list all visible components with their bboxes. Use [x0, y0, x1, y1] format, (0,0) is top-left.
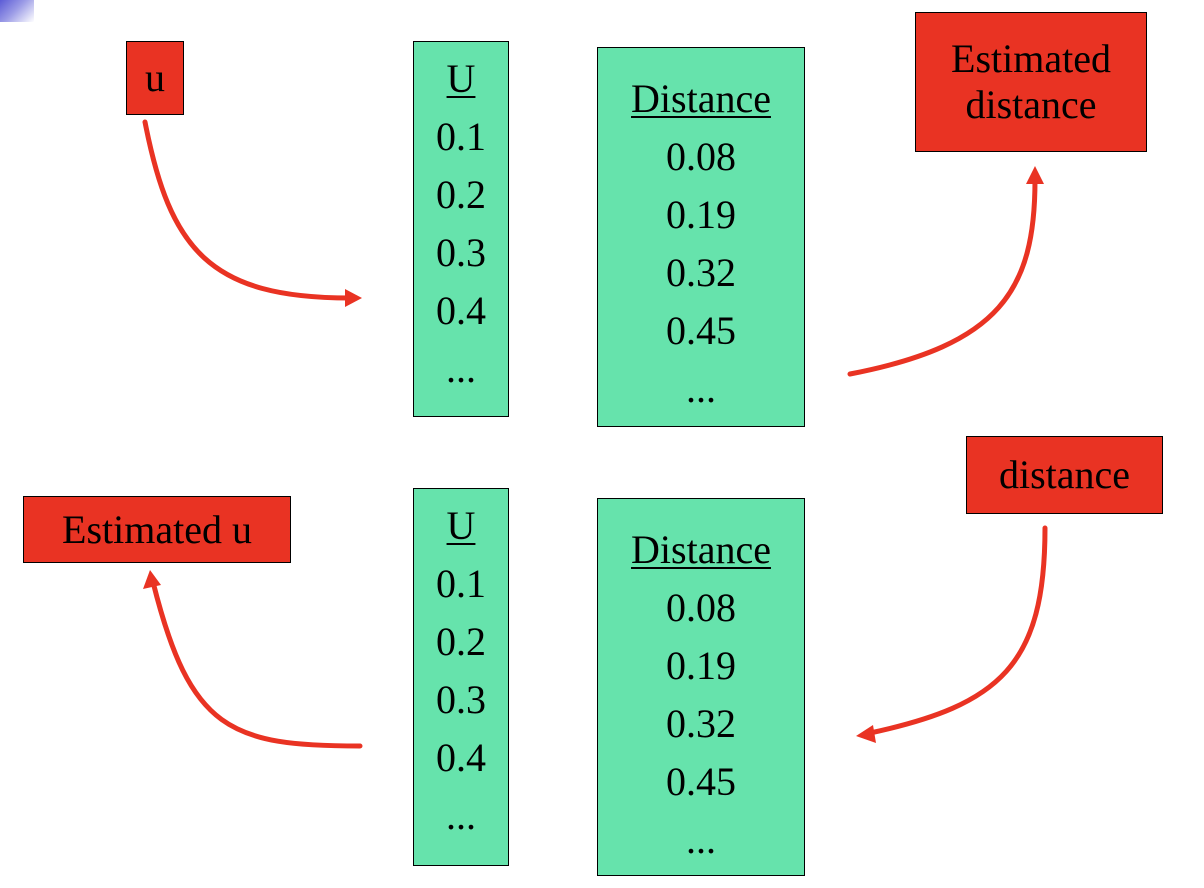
- bottom-distance-table-value: 0.32: [666, 701, 736, 746]
- top-distance-table-value: 0.45: [666, 308, 736, 353]
- arrowhead-right-icon: [345, 289, 362, 307]
- arrow-distance-table-to-estimated-distance: [847, 177, 1038, 377]
- top-output-estimated-distance-box: Estimated distance: [915, 12, 1147, 152]
- top-distance-table: Distance 0.08 0.19 0.32 0.45 ...: [597, 47, 805, 427]
- top-u-table-value: 0.3: [436, 230, 486, 275]
- bottom-distance-table-header: Distance: [631, 527, 771, 572]
- top-u-table-value: 0.2: [436, 172, 486, 217]
- arrow-distance-to-distance-table: [867, 525, 1048, 736]
- top-output-label-line: distance: [965, 82, 1097, 127]
- top-distance-table-header: Distance: [631, 76, 771, 121]
- arrow-u-to-u-table: [142, 119, 353, 301]
- bottom-u-table-header: U: [446, 503, 476, 548]
- arrowhead-left-icon: [856, 725, 876, 743]
- top-distance-table-value: 0.19: [666, 192, 736, 237]
- top-u-table-header: U: [446, 56, 476, 101]
- top-output-label-line: Estimated: [951, 36, 1111, 81]
- bottom-output-label: Estimated u: [62, 506, 252, 552]
- bottom-u-table-value: 0.2: [436, 619, 486, 664]
- top-u-table-value: 0.4: [436, 288, 486, 333]
- top-input-u-box: u: [126, 41, 184, 115]
- bottom-distance-table-value: 0.45: [666, 759, 736, 804]
- bottom-input-distance-label: distance: [998, 452, 1131, 497]
- corner-decoration: [0, 0, 34, 22]
- arrowhead-up-icon: [1026, 166, 1044, 184]
- top-u-table: U 0.1 0.2 0.3 0.4 ...: [413, 41, 509, 417]
- top-u-table-value: ...: [446, 346, 476, 391]
- arrowhead-up-icon: [143, 570, 161, 589]
- arrow-u-table-to-estimated-u: [150, 579, 363, 749]
- bottom-u-table-value: ...: [446, 793, 476, 838]
- bottom-input-distance-box: distance: [966, 436, 1163, 514]
- bottom-distance-table-value: ...: [686, 817, 716, 862]
- bottom-output-estimated-u-box: Estimated u: [23, 496, 291, 563]
- bottom-u-table-value: 0.1: [436, 561, 486, 606]
- bottom-u-table: U 0.1 0.2 0.3 0.4 ...: [413, 488, 509, 866]
- bottom-distance-table: Distance 0.08 0.19 0.32 0.45 ...: [597, 498, 805, 876]
- bottom-u-table-value: 0.4: [436, 735, 486, 780]
- top-distance-table-value: ...: [686, 366, 716, 411]
- bottom-distance-table-value: 0.08: [666, 585, 736, 630]
- top-distance-table-value: 0.32: [666, 250, 736, 295]
- top-u-table-value: 0.1: [436, 114, 486, 159]
- bottom-distance-table-value: 0.19: [666, 643, 736, 688]
- bottom-u-table-value: 0.3: [436, 677, 486, 722]
- top-input-u-label: u: [145, 55, 165, 100]
- top-distance-table-value: 0.08: [666, 134, 736, 179]
